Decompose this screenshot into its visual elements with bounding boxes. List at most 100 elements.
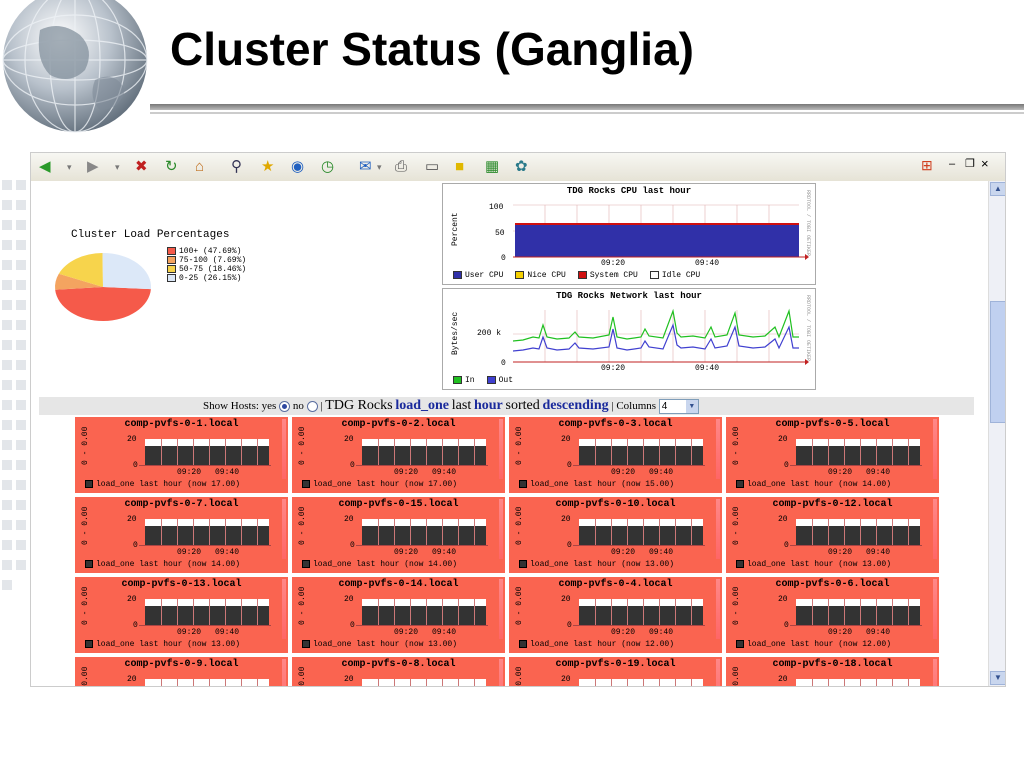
grid-line — [892, 439, 893, 465]
legend-swatch — [577, 271, 587, 279]
host-legend: load_one last hour (now 12.00) — [519, 640, 674, 649]
host-ytick-20: 20 — [778, 675, 788, 684]
range-select[interactable]: hour — [473, 398, 503, 413]
host-load-plot — [145, 599, 269, 625]
legend-swatch — [453, 271, 462, 279]
metric-select[interactable]: load_one — [395, 398, 450, 413]
restore-button[interactable]: ❐ — [965, 158, 975, 170]
stop-icon[interactable]: ✖ — [135, 158, 148, 175]
forward-dropdown-icon[interactable]: ▾ — [115, 162, 120, 172]
host-load-plot — [796, 599, 920, 625]
host-card-edge — [499, 499, 503, 559]
grid-line — [442, 519, 443, 545]
host-card-edge — [716, 499, 720, 559]
host-load-plot — [579, 599, 703, 625]
show-hosts-no-radio[interactable] — [306, 400, 318, 412]
mail-dropdown-icon[interactable]: ▾ — [377, 162, 382, 172]
favorites-icon[interactable]: ★ — [261, 158, 275, 175]
grid-line — [410, 599, 411, 625]
network-graph[interactable]: TDG Rocks Network last hour Bytes/sec RR… — [442, 288, 816, 390]
host-legend: load_one last hour (now 17.00) — [302, 480, 457, 489]
refresh-icon[interactable]: ↻ — [165, 158, 178, 175]
columns-select[interactable]: 4▼ — [658, 398, 699, 414]
host-ylabel: 0 - 0.00 — [515, 666, 524, 686]
media-icon[interactable]: ◉ — [291, 158, 305, 175]
legend-swatch — [486, 376, 496, 384]
discuss-icon[interactable]: ■ — [455, 158, 465, 175]
host-legend-text: load_one last hour (now 14.00) — [96, 560, 241, 570]
edit-icon[interactable]: ▭ — [425, 158, 440, 175]
scroll-up-button[interactable]: ▲ — [990, 182, 1005, 196]
home-icon[interactable]: ⌂ — [195, 158, 205, 175]
legend-swatch — [167, 265, 176, 274]
back-dropdown-icon[interactable]: ▾ — [67, 162, 72, 172]
host-ytick-20: 20 — [344, 675, 354, 684]
show-hosts-yes-radio[interactable] — [279, 400, 291, 412]
back-icon[interactable]: ◀ — [39, 158, 51, 175]
grid-line — [394, 519, 395, 545]
grid-line — [458, 439, 459, 465]
host-card-edge — [933, 659, 937, 686]
x-axis — [356, 465, 488, 466]
forward-icon[interactable]: ▶ — [87, 158, 99, 175]
host-legend: load_one last hour (now 14.00) — [736, 480, 891, 489]
host-load-plot — [145, 439, 269, 465]
close-button[interactable]: × — [981, 156, 989, 171]
host-ylabel: 0 - 0.00 — [732, 666, 741, 686]
cpu-graph[interactable]: TDG Rocks CPU last hour Percent RRDTOOL … — [442, 183, 816, 285]
grid-line — [876, 599, 877, 625]
load-area — [145, 526, 269, 545]
load-area — [579, 606, 703, 625]
host-load-plot — [362, 519, 486, 545]
print-icon[interactable]: ⎙ — [395, 158, 408, 175]
grid-line — [643, 519, 644, 545]
vertical-scrollbar[interactable]: ▲ ▼ — [988, 181, 1005, 686]
host-xtick-2: 09:40 — [215, 468, 240, 477]
legend-label: User CPU — [465, 271, 504, 281]
toolbar-extra-icon[interactable]: ✿ — [515, 158, 528, 175]
globe-logo — [2, 0, 148, 133]
grid-line — [812, 679, 813, 686]
host-name: comp-pvfs-0-13.local — [121, 579, 242, 590]
history-icon[interactable]: ◷ — [321, 158, 335, 175]
x-axis — [790, 465, 922, 466]
minimize-button[interactable]: – — [949, 158, 956, 170]
host-ytick-20: 20 — [344, 435, 354, 444]
legend-label: System CPU — [589, 271, 638, 281]
sort-order-select[interactable]: descending — [542, 398, 609, 413]
pie-slice-1 — [55, 273, 103, 290]
browser-toolbar: ◀ ▾ ▶ ▾ ✖ ↻ ⌂ ⚲ ★ ◉ ◷ ✉ ▾ ⎙ ▭ ■ ▦ ✿ — [31, 153, 917, 182]
grid-line — [595, 599, 596, 625]
scroll-down-button[interactable]: ▼ — [990, 671, 1005, 685]
host-ylabel: 0 - 0.00 — [81, 666, 90, 686]
legend-swatch — [167, 274, 176, 283]
host-load-plot — [362, 679, 486, 686]
grid-line — [442, 679, 443, 686]
messenger-icon[interactable]: ▦ — [485, 158, 500, 175]
host-ytick-20: 20 — [344, 515, 354, 524]
grid-line — [892, 599, 893, 625]
cpu-graph-watermark: RRDTOOL / TOBI OETIKER — [805, 190, 811, 257]
mail-icon[interactable]: ✉ — [359, 158, 372, 175]
scroll-thumb[interactable] — [990, 301, 1005, 423]
grid-line — [474, 679, 475, 686]
grid-line — [474, 439, 475, 465]
search-icon[interactable]: ⚲ — [231, 158, 242, 175]
legend-swatch — [649, 271, 659, 279]
